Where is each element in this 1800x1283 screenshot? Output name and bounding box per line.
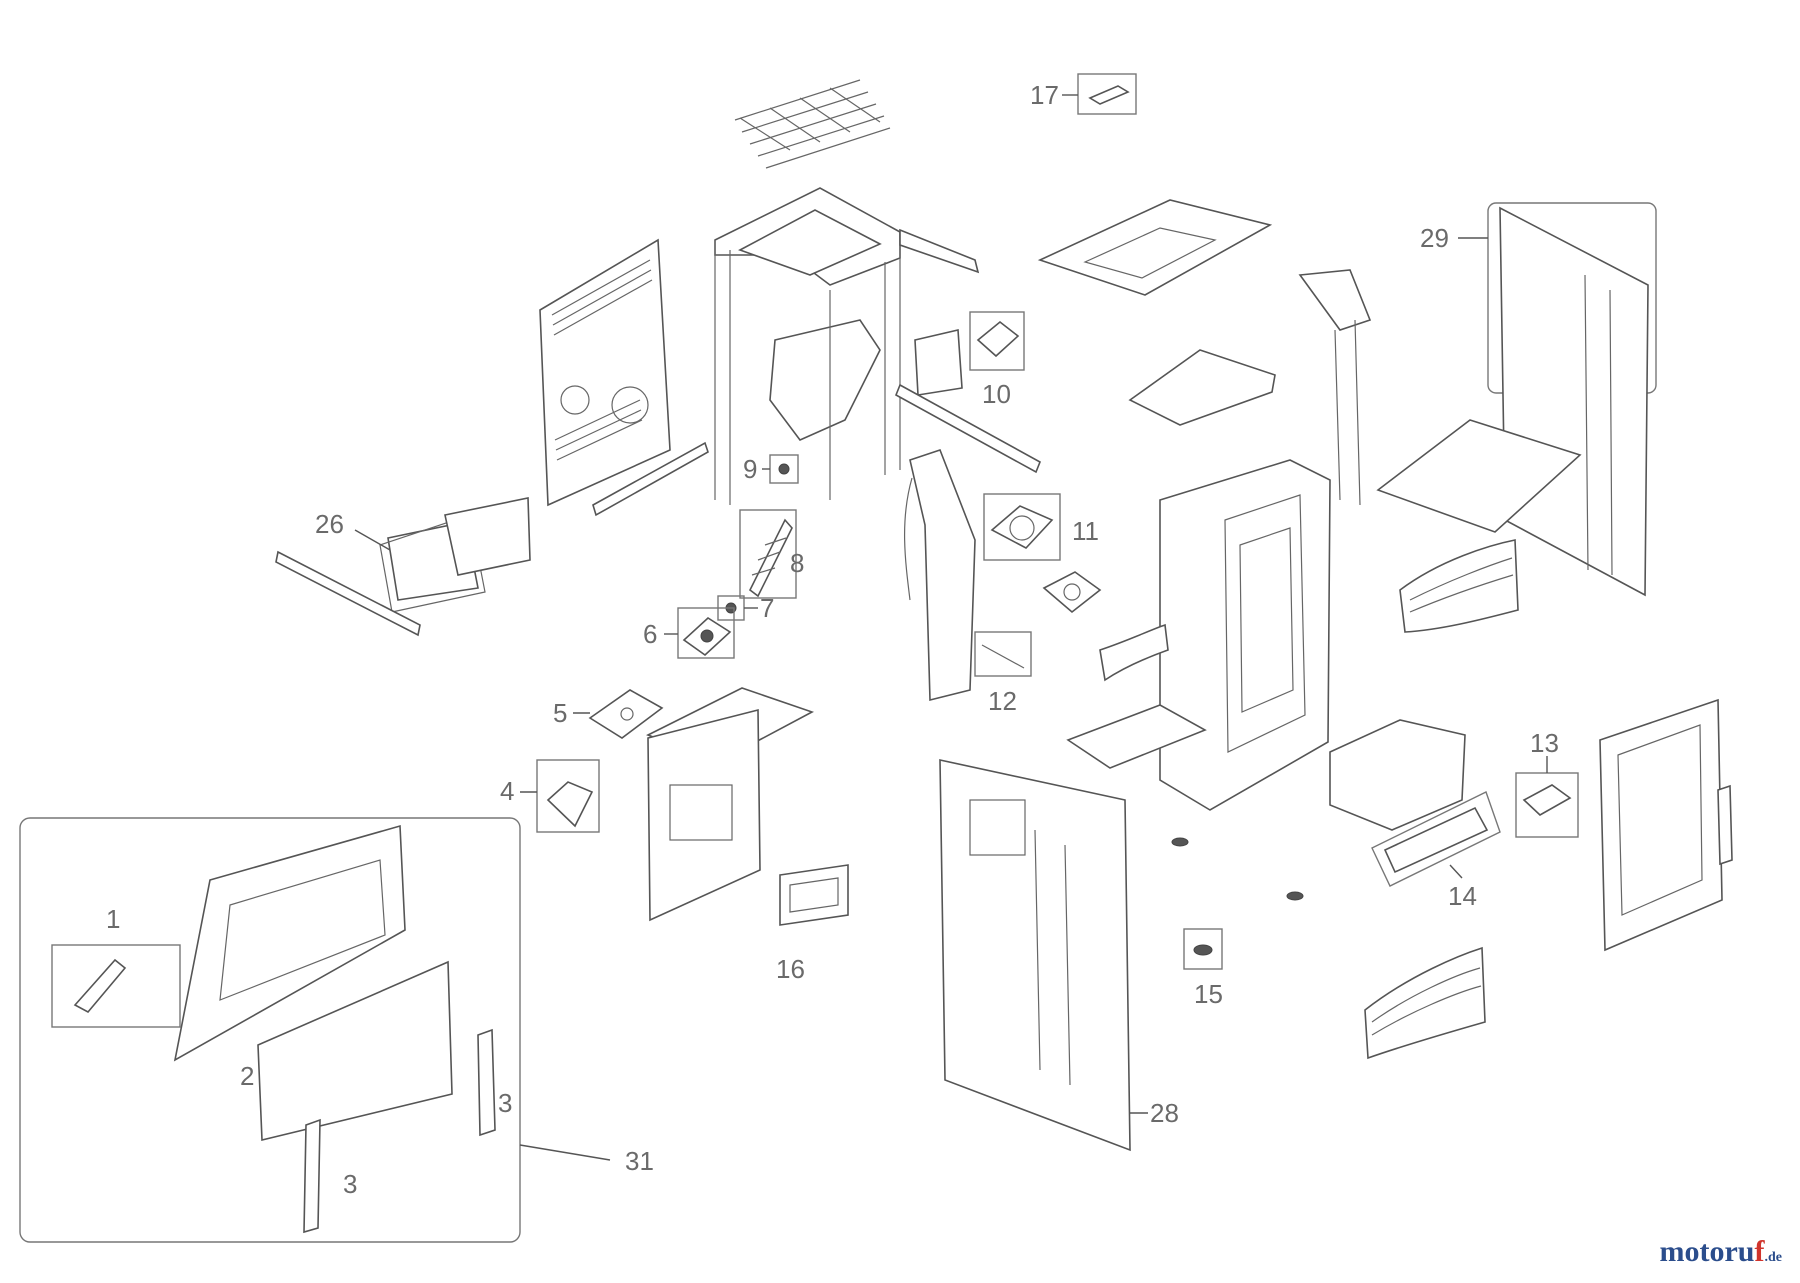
back-panel (539, 238, 671, 507)
part-8-auger (739, 509, 797, 599)
callout-16: 16 (776, 954, 805, 984)
callout-3b: 3 (343, 1169, 357, 1199)
top-lid (1037, 199, 1273, 296)
callout-13: 13 (1530, 728, 1559, 758)
callout-3a: 3 (498, 1088, 512, 1118)
callout-4: 4 (500, 776, 514, 806)
part-12 (974, 631, 1032, 677)
part-17 (1062, 73, 1137, 115)
flange (1042, 571, 1102, 614)
callout-28: 28 (1150, 1098, 1179, 1128)
front-door (1599, 698, 1733, 952)
part-5 (573, 689, 664, 739)
part-4 (520, 759, 600, 833)
callout-7: 7 (760, 593, 774, 623)
tray-cover (1128, 349, 1276, 426)
rail-left (275, 441, 709, 637)
callout-1: 1 (106, 904, 120, 934)
callout-11: 11 (1072, 516, 1099, 546)
brand-logo: motoruf.de (1660, 1235, 1782, 1269)
callout-31: 31 (625, 1146, 654, 1176)
side-panel-left (904, 449, 976, 702)
brand-accent: f (1754, 1235, 1765, 1268)
top-grate (734, 79, 891, 169)
callout-9: 9 (743, 454, 757, 484)
callout-29: 29 (1420, 223, 1449, 253)
part-26 (354, 497, 531, 613)
brand-main: motoru (1659, 1235, 1755, 1268)
callout-6: 6 (643, 619, 657, 649)
feet (1171, 837, 1304, 901)
part-15 (1183, 928, 1223, 970)
rail-mid (894, 383, 1042, 474)
callout-8: 8 (790, 548, 804, 578)
grille-lower (1364, 946, 1486, 1060)
hopper-frame (714, 187, 980, 505)
part-11 (983, 493, 1061, 561)
callout-17: 17 (1030, 80, 1059, 110)
part-28 (939, 759, 1148, 1152)
part-9 (762, 454, 799, 484)
callout-26: 26 (315, 509, 344, 539)
part-31-inset (19, 817, 611, 1243)
part-29 (1376, 202, 1657, 597)
part-6 (664, 607, 735, 659)
stove-body (1066, 269, 1372, 811)
part-10 (914, 311, 1025, 396)
brand-tld: .de (1764, 1250, 1783, 1265)
part-16 (779, 864, 849, 926)
inner-panel (646, 687, 815, 922)
grille-upper (1399, 539, 1519, 633)
callout-10: 10 (982, 379, 1011, 409)
part-13 (1515, 756, 1579, 838)
callout-2: 2 (240, 1061, 254, 1091)
ash-drawer (1329, 719, 1466, 831)
callout-12: 12 (988, 686, 1017, 716)
callout-5: 5 (553, 698, 567, 728)
callout-14: 14 (1448, 881, 1477, 911)
part-14 (1371, 791, 1501, 887)
callout-15: 15 (1194, 979, 1223, 1009)
